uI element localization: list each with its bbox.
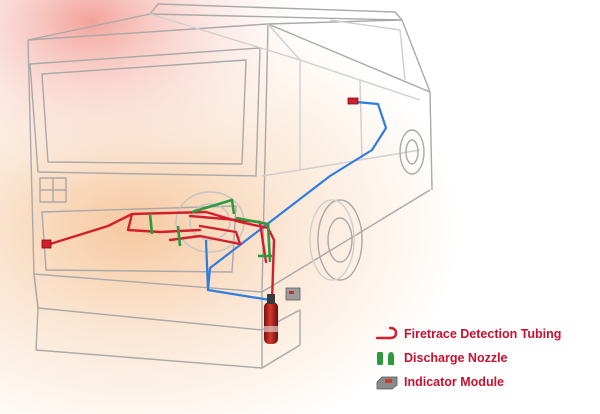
legend: Firetrace Detection Tubing Discharge Noz… bbox=[374, 322, 596, 394]
nozzle-piping bbox=[148, 198, 272, 263]
detection-tubing bbox=[48, 210, 276, 304]
legend-label-indicator-module: Indicator Module bbox=[404, 375, 504, 389]
detector-end-cap bbox=[41, 239, 52, 249]
discharge-piping bbox=[204, 100, 388, 302]
legend-item-indicator-module: Indicator Module bbox=[374, 370, 596, 394]
indicator-module-icon bbox=[374, 372, 400, 392]
discharge-nozzle-icon bbox=[374, 348, 400, 368]
legend-label-detection-tubing: Firetrace Detection Tubing bbox=[404, 327, 562, 341]
front-detector-cap bbox=[347, 97, 359, 105]
extinguisher-cylinder bbox=[264, 294, 278, 344]
bus-outline bbox=[27, 3, 433, 369]
indicator-module bbox=[285, 287, 301, 301]
legend-label-discharge-nozzle: Discharge Nozzle bbox=[404, 351, 508, 365]
legend-item-detection-tubing: Firetrace Detection Tubing bbox=[374, 322, 596, 346]
detection-tubing-icon bbox=[374, 324, 400, 344]
legend-item-discharge-nozzle: Discharge Nozzle bbox=[374, 346, 596, 370]
